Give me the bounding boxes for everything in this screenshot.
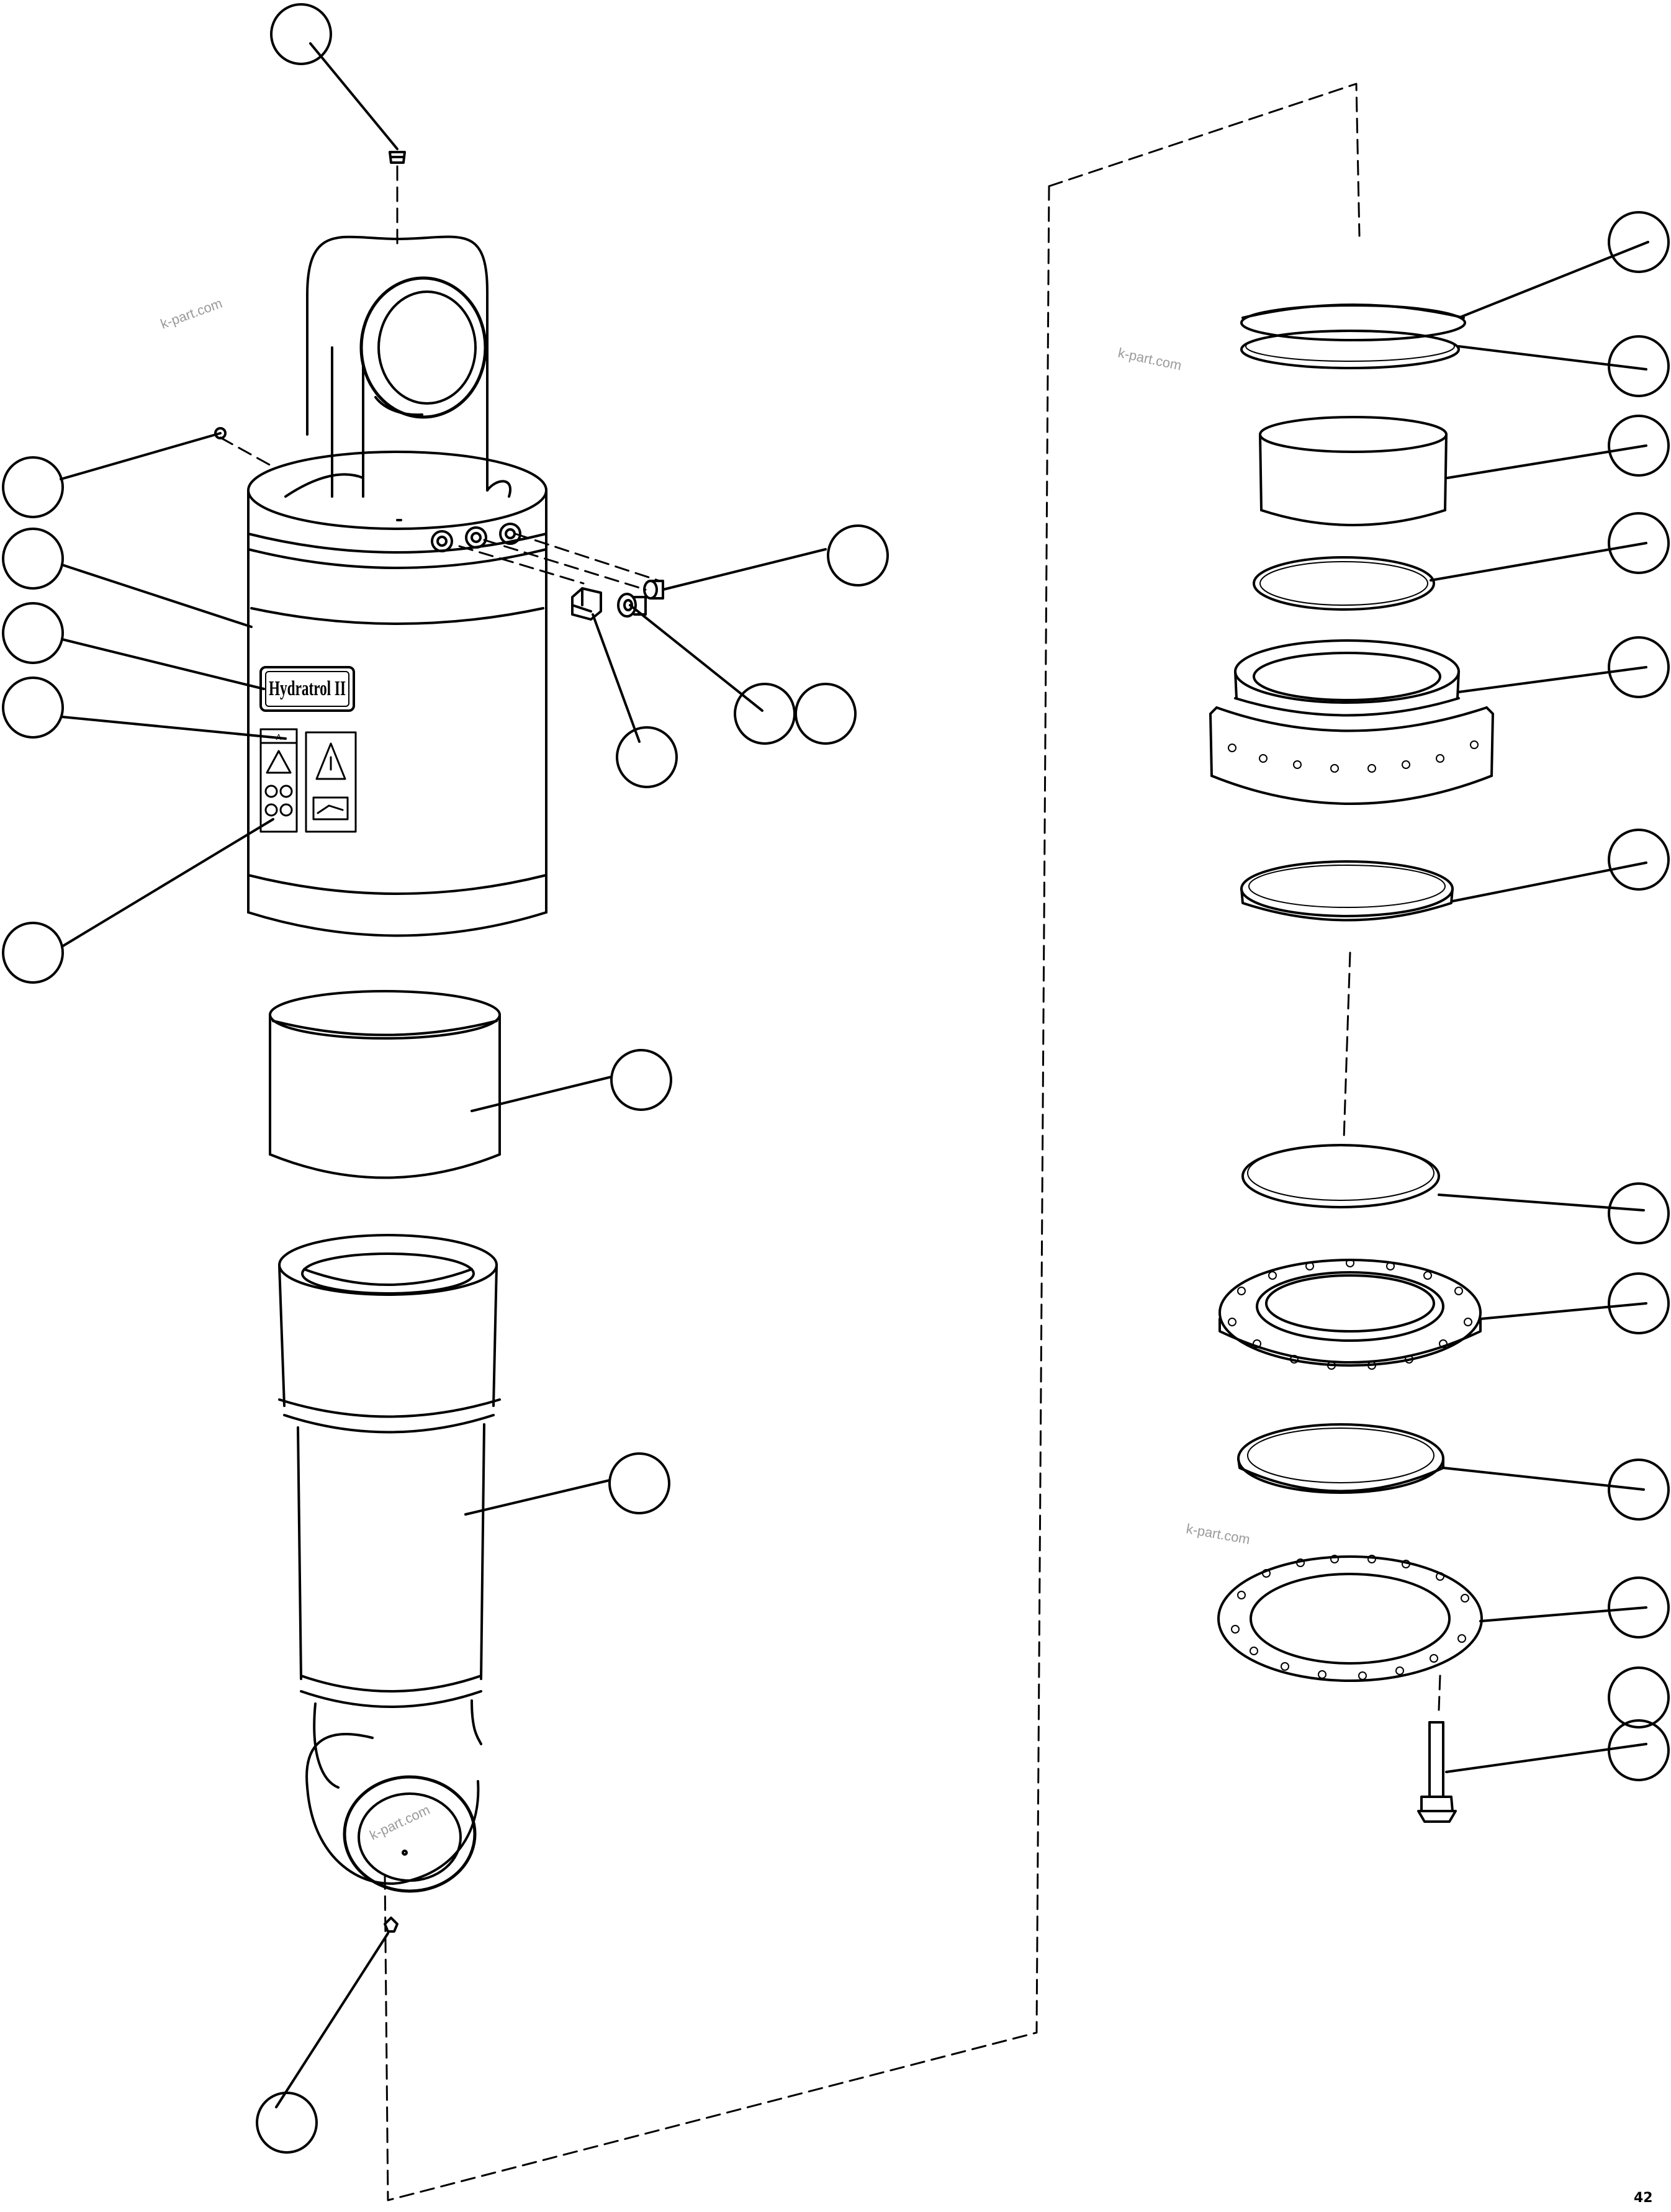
bleeder-fitting-side bbox=[214, 427, 227, 439]
figure-reference: 42 bbox=[1634, 2190, 1653, 2206]
callout-balloon bbox=[1608, 1576, 1670, 1639]
snap-ring bbox=[1240, 303, 1466, 341]
callout-balloon bbox=[1608, 1459, 1670, 1521]
callout-balloon bbox=[795, 683, 857, 745]
top-grease-fitting bbox=[389, 151, 406, 164]
flange-bolt bbox=[1417, 1721, 1457, 1823]
callout-balloons bbox=[2, 3, 1670, 2154]
callout-balloon bbox=[616, 726, 678, 788]
port-cap bbox=[643, 580, 664, 600]
callout-balloon bbox=[1608, 636, 1670, 698]
callout-balloon bbox=[1608, 1719, 1670, 1781]
callout-balloon bbox=[1608, 829, 1670, 891]
callout-balloon bbox=[2, 602, 64, 664]
callout-balloon bbox=[1608, 211, 1670, 273]
callout-balloon bbox=[2, 456, 64, 518]
callout-balloon bbox=[1608, 512, 1670, 574]
brand-decal-text: Hydratrol II bbox=[269, 677, 346, 700]
callout-balloon bbox=[610, 1049, 672, 1111]
callout-balloon bbox=[1608, 1182, 1670, 1244]
lower-seal-ring bbox=[1237, 1423, 1444, 1494]
watermark: k-part.com bbox=[1185, 1521, 1251, 1547]
bolt-flange bbox=[1218, 1259, 1482, 1370]
callout-balloon bbox=[1608, 1666, 1670, 1729]
callout-balloon bbox=[1608, 415, 1670, 477]
watermark: k-part.com bbox=[1117, 344, 1183, 373]
decal-letter: A bbox=[276, 732, 282, 742]
callout-balloon bbox=[827, 524, 889, 587]
callout-balloon bbox=[608, 1452, 670, 1514]
leader-lines bbox=[60, 42, 1649, 2108]
callout-balloon bbox=[1608, 1272, 1670, 1334]
assembly-dashed-path bbox=[219, 83, 1441, 2201]
wiper-ring bbox=[1240, 330, 1460, 369]
o-ring bbox=[1253, 556, 1435, 611]
callout-balloon bbox=[734, 683, 796, 745]
gasket-plate bbox=[1217, 1555, 1483, 1682]
callout-balloon bbox=[270, 3, 332, 65]
piston-rod-assembly bbox=[278, 1234, 501, 1933]
callout-balloon bbox=[2, 677, 64, 739]
callout-balloon bbox=[2, 528, 64, 590]
port-plug bbox=[571, 587, 602, 621]
piston-seal bbox=[1240, 860, 1454, 922]
gland-head bbox=[1209, 639, 1494, 805]
callout-balloon bbox=[1608, 335, 1670, 397]
backup-ring bbox=[1241, 1144, 1440, 1208]
wear-band bbox=[1259, 416, 1448, 526]
cylinder-upper-housing bbox=[247, 235, 547, 937]
watermark: k-part.com bbox=[158, 295, 224, 332]
callout-balloon bbox=[2, 922, 64, 984]
watermark: k-part.com bbox=[367, 1802, 433, 1843]
warning-decals bbox=[259, 728, 357, 833]
cylinder-sleeve bbox=[269, 990, 501, 1179]
callout-balloon bbox=[256, 2092, 318, 2154]
